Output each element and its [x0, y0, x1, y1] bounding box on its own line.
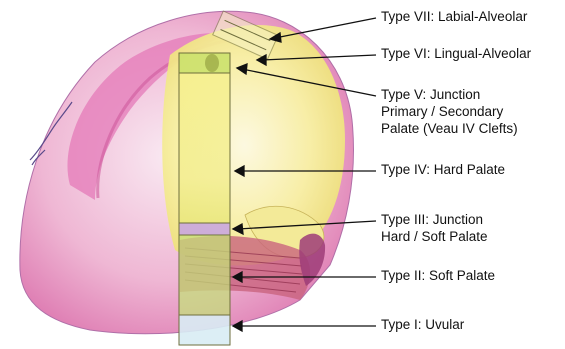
zone-type-v	[179, 53, 230, 73]
zone-type-i	[179, 315, 230, 345]
incisive-papilla	[205, 54, 219, 72]
label-type-vi: Type VI: Lingual-Alveolar	[381, 45, 531, 62]
label-type-vii-line-1: Type VII: Labial-Alveolar	[381, 8, 527, 25]
label-type-i-line-1: Type I: Uvular	[381, 316, 464, 333]
label-type-v-line-3: Palate (Veau IV Clefts)	[381, 120, 518, 137]
label-type-iii: Type III: Junction Hard / Soft Palate	[381, 211, 488, 245]
label-type-v: Type V: Junction Primary / Secondary Pal…	[381, 86, 518, 137]
label-type-iii-line-1: Type III: Junction	[381, 211, 488, 228]
label-type-i: Type I: Uvular	[381, 316, 464, 333]
zone-type-iii	[179, 223, 230, 235]
label-type-v-line-1: Type V: Junction	[381, 86, 518, 103]
label-type-iii-line-2: Hard / Soft Palate	[381, 228, 488, 245]
label-type-iv-line-1: Type IV: Hard Palate	[381, 161, 505, 178]
label-type-ii: Type II: Soft Palate	[381, 267, 495, 284]
label-type-vi-line-1: Type VI: Lingual-Alveolar	[381, 45, 531, 62]
label-type-ii-line-1: Type II: Soft Palate	[381, 267, 495, 284]
label-type-iv: Type IV: Hard Palate	[381, 161, 505, 178]
zone-type-ii	[179, 235, 230, 315]
label-type-vii: Type VII: Labial-Alveolar	[381, 8, 527, 25]
label-type-v-line-2: Primary / Secondary	[381, 103, 518, 120]
zone-type-iv	[179, 73, 230, 223]
